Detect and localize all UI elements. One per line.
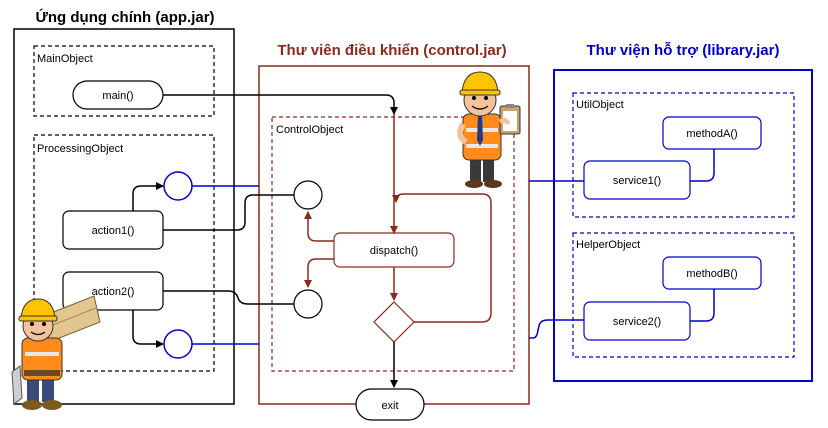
app-port-top: [163, 171, 193, 201]
methodB-label: methodB(): [686, 268, 737, 280]
worker-carrying-plank-icon: [11, 295, 101, 410]
control-object-box: [271, 116, 515, 372]
main-object-label: MainObject: [37, 53, 93, 65]
processing-object-label: ProcessingObject: [37, 143, 123, 155]
edge-service2-to-methodB: [690, 289, 715, 322]
app-title: Ứng dụng chính (app.jar): [35, 8, 214, 26]
util-object-box: [572, 92, 795, 218]
control-object-label: ControlObject: [276, 124, 343, 136]
worker-with-clipboard-icon: [457, 71, 521, 188]
control-title: Thư viên điều khiển (control.jar): [277, 42, 506, 59]
edge-decision-loop: [392, 193, 492, 323]
main-node-label: main(): [102, 90, 133, 102]
exit-label: exit: [381, 400, 398, 412]
methodB-node: [662, 256, 762, 290]
util-object-label: UtilObject: [576, 99, 624, 111]
action1-label: action1(): [92, 225, 135, 237]
control-port-bottom: [293, 289, 323, 319]
helper-object-label: HelperObject: [576, 239, 640, 251]
edge-action2-to-port: [132, 310, 164, 348]
exit-node: [355, 388, 425, 421]
edge-action1-to-port: [132, 182, 164, 211]
control-port-top: [293, 180, 323, 210]
helper-object-box: [572, 232, 795, 358]
edge-action1-to-control: [163, 194, 294, 231]
decision-diamond: [373, 301, 415, 343]
service1-node: [583, 160, 691, 200]
processing-object-box: [33, 134, 215, 372]
edge-control-to-service2: [529, 319, 584, 339]
service1-label: service1(): [613, 175, 661, 187]
library-title: Thư viện hỗ trợ (library.jar): [587, 42, 780, 59]
edge-action2-to-control: [163, 290, 294, 305]
methodA-label: methodA(): [686, 128, 737, 140]
service2-label: service2(): [613, 316, 661, 328]
main-object-box: [33, 45, 215, 117]
edge-dispatch-to-bottom-port: [304, 258, 334, 288]
action2-label: action2(): [92, 286, 135, 298]
edge-dispatch-to-top-port: [304, 211, 334, 242]
edge-main-to-control: [163, 94, 398, 115]
dispatch-label: dispatch(): [370, 245, 418, 257]
edge-service1-to-methodA: [690, 149, 715, 182]
library-container: [553, 69, 813, 382]
app-port-bottom: [163, 329, 193, 359]
methodA-node: [662, 116, 762, 150]
app-container: [13, 28, 235, 405]
